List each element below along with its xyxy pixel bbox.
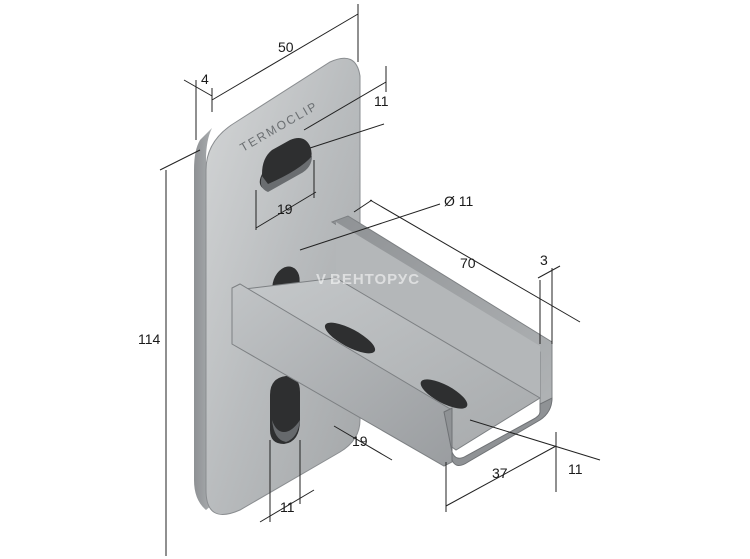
channel-end bbox=[443, 397, 553, 466]
dim-profile-slot-width: 11 bbox=[568, 461, 583, 477]
dim-slot-length-top: 19 bbox=[277, 201, 293, 217]
dim-profile-thickness: 3 bbox=[540, 252, 548, 268]
dimension-lines bbox=[159, 4, 601, 556]
dim-plate-height: 114 bbox=[138, 331, 161, 347]
channel-front-wall bbox=[231, 283, 453, 467]
channel-back-wall-face bbox=[336, 222, 540, 400]
top-slot bbox=[259, 138, 312, 190]
floor-slot-2 bbox=[420, 379, 468, 409]
dim-plate-thickness: 4 bbox=[201, 71, 209, 87]
watermark-text: ВЕНТОРУС bbox=[330, 271, 420, 288]
floor-slot-1 bbox=[324, 322, 376, 354]
watermark: V ВЕНТОРУС bbox=[316, 271, 420, 288]
top-slot-inner-wall bbox=[260, 156, 312, 192]
channel-arm bbox=[231, 215, 553, 467]
dim-slot-width-bottom: 11 bbox=[280, 499, 295, 515]
dim-bracket-length: 70 bbox=[460, 255, 476, 271]
bottom-slot bbox=[270, 376, 300, 444]
dim-plate-width: 50 bbox=[278, 39, 294, 55]
watermark-logo-mark: V bbox=[316, 271, 327, 288]
bottom-slot-wall bbox=[272, 420, 300, 442]
dimension-labels: 50 4 11 19 Ø 11 70 3 114 19 11 37 11 bbox=[138, 39, 583, 515]
dim-profile-width: 37 bbox=[492, 465, 508, 481]
dim-slot-height-top: 11 bbox=[374, 93, 389, 109]
dim-slot-length-bottom: 19 bbox=[352, 433, 368, 449]
dim-hole-diameter: Ø 11 bbox=[444, 193, 474, 209]
